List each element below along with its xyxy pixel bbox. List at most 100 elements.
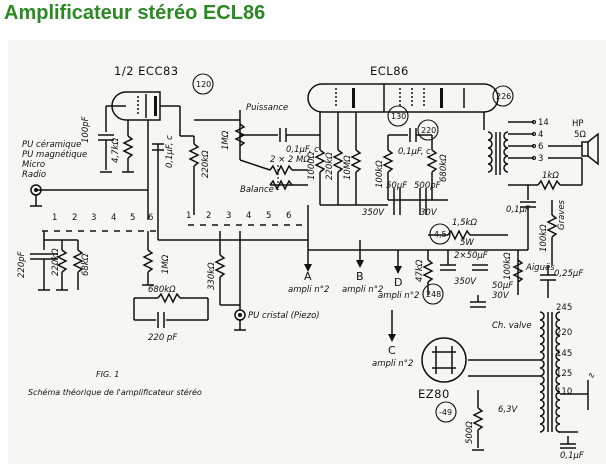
switch-left-5: 5 [130, 213, 135, 223]
switch-left: 1 2 3 4 5 6 [42, 213, 158, 232]
label-hp: HP [572, 119, 584, 129]
label-1k: 1kΩ [542, 171, 559, 181]
label-680k-b: 680kΩ [148, 285, 176, 295]
tap-245: 245 [556, 303, 572, 313]
label-220pf-b: 220 pF [148, 333, 177, 343]
terminal-d: D [394, 276, 402, 289]
label-01uf-c-c: 0,1μF, c [398, 147, 431, 157]
label-100k: 100kΩ [375, 160, 385, 188]
label-220k-a: 220kΩ [201, 150, 211, 178]
switch-right-6: 6 [286, 211, 291, 221]
input-radio: Radio [22, 170, 46, 180]
terminal-c-note: ampli n°2 [372, 359, 413, 369]
label-balance: Balance [240, 185, 274, 195]
label-4k7-a: 4,7kΩ [111, 138, 121, 163]
label-10m: 10MΩ [343, 155, 353, 180]
input-pu-ceramique: PU céramique [22, 139, 81, 150]
label-50uf-b: 50μF [492, 281, 513, 291]
label-100pf: 100pF [81, 116, 91, 143]
voltage-badge-120 [192, 73, 214, 95]
input-labels: PU céramique PU magnétique Micro Radio [22, 139, 87, 180]
voltage-130: 130 [391, 112, 406, 121]
voltage-badge-minus45 [429, 223, 451, 245]
voltage-badge-248 [422, 283, 444, 305]
output-transformer [483, 112, 509, 175]
page-title: Amplificateur stéréo ECL86 [4, 2, 266, 24]
switch-right-4: 4 [246, 211, 251, 221]
label-1000: 1000Ω [307, 151, 317, 180]
figure-label: FIG. 1 [96, 370, 119, 379]
label-100k-b: 100kΩ [539, 224, 549, 252]
switch-left-2: 2 [72, 213, 77, 223]
tube-rect-label: EZ80 [418, 387, 450, 401]
label-5w: 5W [460, 238, 474, 248]
voltage-248: 248 [426, 290, 441, 299]
tube-v1-label: 1/2 ECC83 [114, 64, 179, 78]
label-hp-imp: 5Ω [574, 130, 586, 140]
label-2x50uf: 2×50μF [454, 251, 488, 261]
label-500: 500Ω [465, 421, 475, 444]
label-680k-a: 680kΩ [439, 154, 449, 182]
label-500pf: 500pF [414, 181, 441, 191]
tap-3: 3 [538, 154, 543, 164]
tap-110: 110 [556, 387, 572, 397]
voltage-minus49: -49 [439, 408, 452, 417]
voltage-badge-226 [492, 85, 514, 107]
terminal-a: A [304, 270, 312, 283]
input-micro: Micro [22, 160, 45, 170]
tap-14: 14 [538, 118, 549, 128]
switch-right-2: 2 [206, 211, 211, 221]
switch-left-3: 3 [91, 213, 96, 223]
label-01uf-c-a: 0,1μF, c [165, 135, 175, 168]
label-balance-pot: 2 × 2 MΩ [270, 155, 310, 165]
tap-220: 220 [556, 328, 572, 338]
terminal-d-note: ampli n°2 [378, 291, 419, 301]
speaker-icon [581, 132, 599, 166]
switch-right-1: 1 [186, 211, 191, 221]
label-50uf-a: 50μF [386, 181, 407, 191]
label-graves: Graves [557, 199, 567, 230]
switch-right-3: 3 [226, 211, 231, 221]
voltage-120: 120 [196, 80, 211, 89]
label-025uf: 0,25μF [554, 269, 583, 279]
label-220k-c: 220kΩ [51, 248, 61, 276]
tube-v2-label: ECL86 [370, 64, 409, 78]
voltage-badge-220 [417, 119, 439, 141]
label-6v3: 6,3V [498, 405, 519, 415]
label-01uf-e: 0,1μF [560, 451, 584, 461]
switch-right-5: 5 [266, 211, 271, 221]
voltage-minus45: -4,5 [431, 230, 447, 239]
switch-left-4: 4 [111, 213, 116, 223]
tap-145: 145 [556, 349, 572, 359]
label-1k5: 1,5kΩ [452, 218, 477, 228]
label-350v: 350V [362, 208, 385, 218]
label-350v-b: 350V [454, 277, 477, 287]
tube-ez80 [421, 337, 467, 383]
label-ch-valve: Ch. valve [492, 321, 532, 331]
label-220k-b: 220kΩ [325, 152, 335, 180]
label-330k: 330kΩ [207, 262, 217, 290]
terminal-b: B [356, 270, 364, 283]
label-01uf-c-b: 0,1μF, c [286, 145, 319, 155]
voltage-226: 226 [496, 92, 511, 101]
label-aigues: Aiguës [525, 263, 555, 273]
switch-right: 1 2 3 4 5 6 [186, 211, 308, 226]
tap-4: 4 [538, 130, 543, 140]
input-pu-magnetique: PU magnétique [22, 149, 87, 160]
label-220pf-a: 220pF [17, 251, 27, 278]
figure-caption: Schéma théorique de l'amplificateur stér… [28, 387, 202, 397]
mains-ac-icon: ∿ [588, 371, 595, 381]
label-30v-b: 30V [492, 291, 510, 301]
switch-left-6: 6 [148, 213, 153, 223]
tap-6: 6 [538, 142, 543, 152]
schematic-diagram: 1/2 ECC83 120 PU céramique PU magnétique… [17, 64, 599, 461]
switch-left-1: 1 [52, 213, 57, 223]
label-puissance: Puissance [246, 103, 288, 113]
schematic-sheet: 1/2 ECC83 120 PU céramique PU magnétique… [8, 40, 606, 464]
label-47k-b: 47kΩ [415, 259, 425, 282]
power-transformer [539, 311, 561, 433]
voltage-220: 220 [421, 126, 436, 135]
label-68k: 68kΩ [81, 253, 91, 276]
terminal-c: C [388, 344, 396, 357]
label-100k-c: 100kΩ [503, 252, 513, 280]
